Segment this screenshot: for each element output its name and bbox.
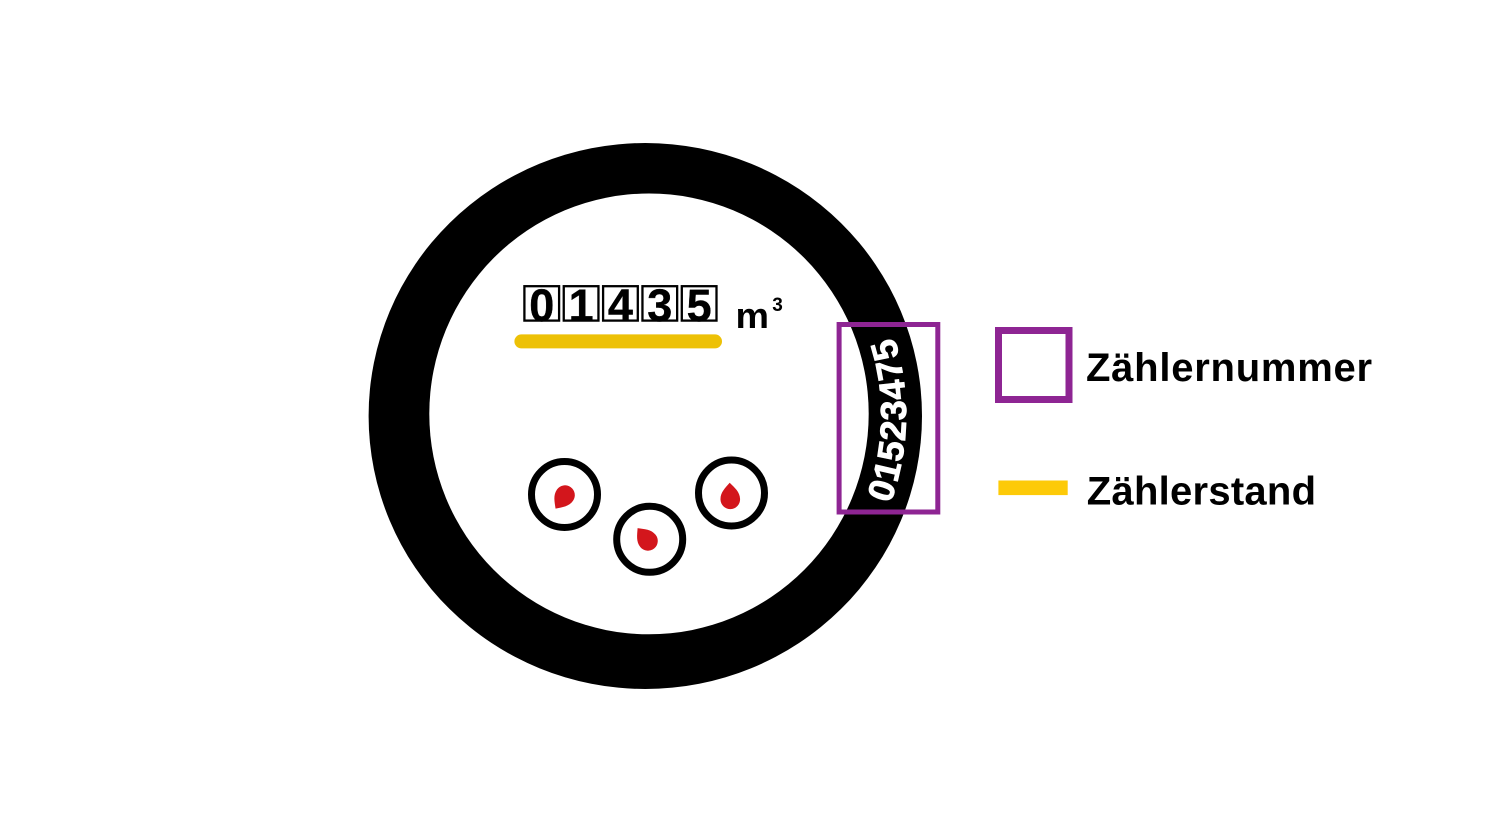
svg-text:3: 3 xyxy=(647,280,672,331)
svg-text:0: 0 xyxy=(529,280,554,331)
svg-text:5: 5 xyxy=(687,280,712,331)
svg-text:1: 1 xyxy=(569,280,594,331)
svg-text:Zählerstand: Zählerstand xyxy=(1087,469,1316,513)
svg-text:3: 3 xyxy=(772,295,783,316)
svg-text:4: 4 xyxy=(608,280,633,331)
svg-text:m: m xyxy=(736,295,770,336)
svg-text:Zählernummer: Zählernummer xyxy=(1086,346,1373,390)
